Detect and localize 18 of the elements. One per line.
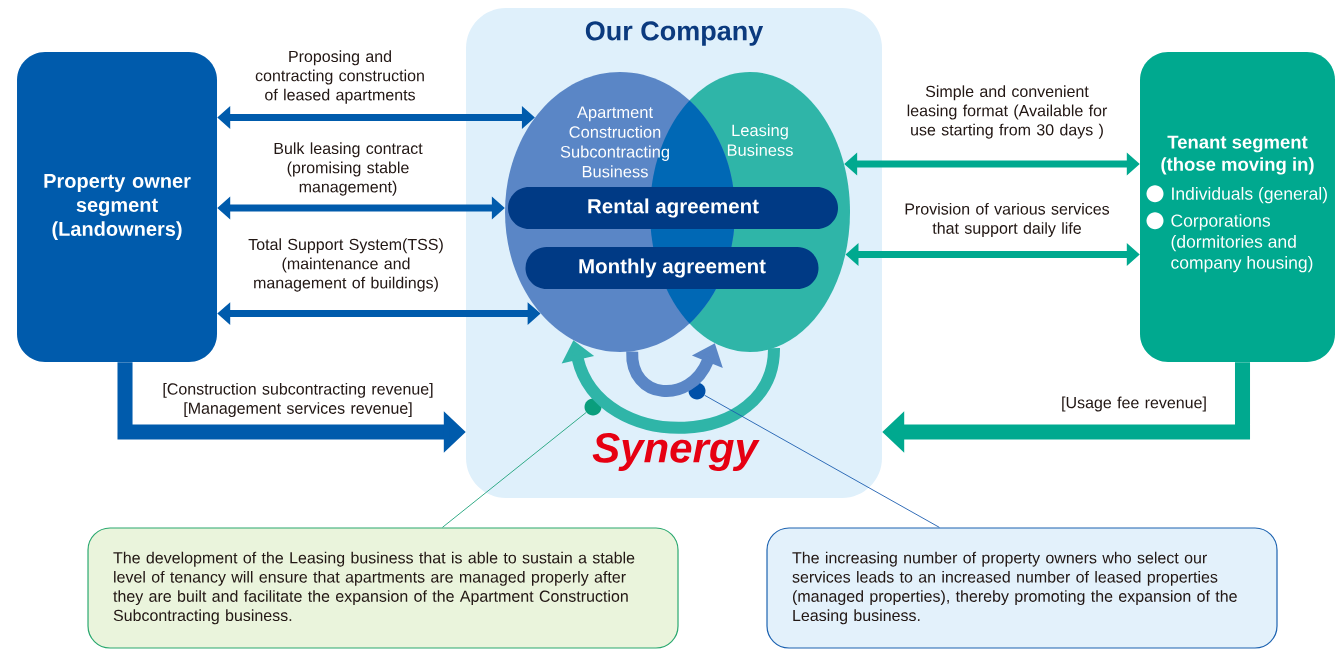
agreement-bar: Rental agreement bbox=[508, 187, 838, 229]
edge-label: Bulk leasing contract (promising stable management) bbox=[274, 142, 423, 196]
dot bbox=[584, 398, 602, 416]
leader-line bbox=[441, 412, 587, 528]
agreement-bar: Monthly agreement bbox=[525, 247, 819, 289]
edge-label: Total Support System(TSS) (maintenance and management of buildings) bbox=[248, 238, 443, 292]
segment-box: Property owner segment (Landowners) bbox=[17, 52, 217, 362]
synergy-label: Synergy bbox=[592, 432, 760, 471]
segment-box: Tenant segment (those moving in) Individuals (general) Corporations (dormitories and company housing) bbox=[1140, 52, 1335, 362]
edge-label: Simple and convenient leasing format (Available for use starting from 30 days ) bbox=[907, 85, 1108, 139]
note-box: The increasing number of property owners who select our services leads to an increased number of leased properties (managed properties), thereby promoting the expansion of the Leasing business. bbox=[766, 527, 1278, 649]
edge-label: [Construction subcontracting revenue] [Management services revenue] bbox=[163, 382, 433, 418]
dot bbox=[688, 382, 706, 400]
leader-line bbox=[704, 394, 940, 528]
edge-label: Proposing and contracting construction of leased apartments bbox=[255, 50, 424, 104]
edge-label: [Usage fee revenue] bbox=[1062, 396, 1206, 412]
note-box: The development of the Leasing business that is able to sustain a stable level of tenancy will ensure that apartments are managed properly after they are built and facilitate the expansion of the Apartment Construction Subcontracting business. bbox=[87, 527, 679, 649]
edge-label: Provision of various services that support daily life bbox=[905, 202, 1110, 238]
